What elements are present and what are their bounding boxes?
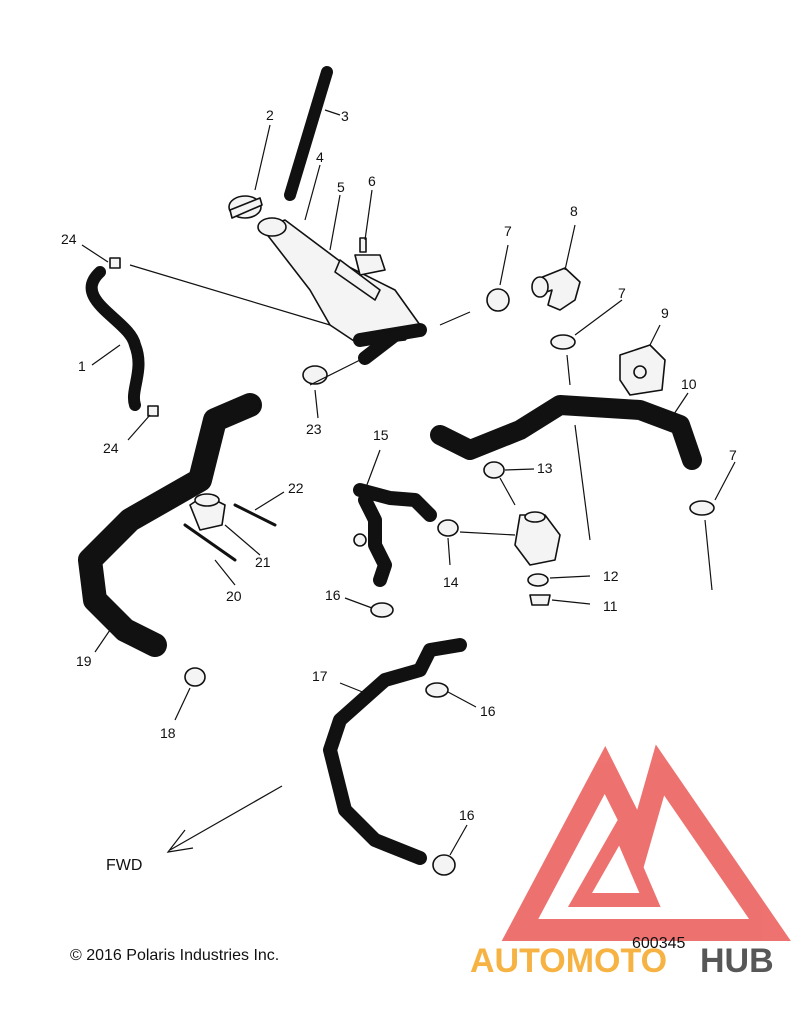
part-bypass-hose <box>323 638 467 865</box>
part-filler-neck <box>257 217 427 365</box>
callout-3: 3 <box>341 108 349 124</box>
watermark-wordmark: AUTOMOTO HUB <box>470 942 774 980</box>
callout-14: 14 <box>443 574 459 590</box>
part-small-hose <box>85 266 145 411</box>
callout-19: 19 <box>76 653 92 669</box>
part-large-hose <box>78 393 262 657</box>
callout-20: 20 <box>226 588 242 604</box>
part-cable-tie <box>183 523 237 562</box>
watermark-logo-icon <box>501 744 791 941</box>
part-clamp <box>483 461 505 479</box>
forward-arrow-icon <box>166 785 283 853</box>
part-gasket <box>527 573 549 587</box>
part-vent-tube <box>284 66 333 201</box>
callout-16: 16 <box>459 807 475 823</box>
callout-11: 11 <box>603 598 618 614</box>
part-clamp <box>302 365 328 385</box>
callout-15: 15 <box>373 427 389 443</box>
part-clamp <box>432 854 456 876</box>
part-clamp-small <box>147 405 159 417</box>
part-clamp <box>689 500 715 516</box>
part-radiator-cap <box>228 195 263 219</box>
callout-16: 16 <box>325 587 341 603</box>
copyright-text: © 2016 Polaris Industries Inc. <box>70 947 279 964</box>
callout-4: 4 <box>316 149 324 165</box>
callout-8: 8 <box>570 203 578 219</box>
callout-7: 7 <box>618 285 626 301</box>
part-bolt <box>359 237 367 253</box>
part-clamp <box>550 334 576 350</box>
part-long-hose <box>430 395 702 470</box>
part-grommet <box>189 493 226 531</box>
part-elbow <box>531 267 581 311</box>
part-clamp <box>437 519 459 537</box>
callout-22: 22 <box>288 480 304 496</box>
callout-1: 1 <box>78 358 86 374</box>
callout-10: 10 <box>681 376 697 392</box>
part-clamp <box>184 667 206 687</box>
part-foam-block <box>619 344 666 396</box>
callout-5: 5 <box>337 179 345 195</box>
callout-labels: 1 2 3 4 5 6 7 7 7 7 8 9 10 11 12 13 14 1… <box>61 107 737 823</box>
part-molded-hose <box>353 483 437 587</box>
callout-23: 23 <box>306 421 322 437</box>
leader-lines <box>81 109 736 856</box>
callout-24: 24 <box>61 231 77 247</box>
part-clamp <box>486 288 510 312</box>
part-clamp <box>425 682 449 698</box>
callout-7: 7 <box>729 447 737 463</box>
part-clamp-small <box>109 257 121 269</box>
callout-12: 12 <box>603 568 619 584</box>
part-cable-tie <box>233 503 277 527</box>
callout-9: 9 <box>661 305 669 321</box>
callout-7: 7 <box>504 223 512 239</box>
callout-16: 16 <box>480 703 496 719</box>
callout-24: 24 <box>103 440 119 456</box>
part-thermostat-housing <box>514 511 561 566</box>
part-thermostat <box>529 594 551 606</box>
figure-number: 600345 <box>632 935 685 952</box>
callout-13: 13 <box>537 460 553 476</box>
callout-17: 17 <box>312 668 328 684</box>
callout-21: 21 <box>255 554 271 570</box>
forward-label: FWD <box>106 857 142 874</box>
callout-18: 18 <box>160 725 176 741</box>
part-clamp <box>370 602 394 618</box>
watermark-text-primary: AUTOMOTO <box>470 942 667 980</box>
watermark-text-secondary: HUB <box>700 942 774 980</box>
callout-2: 2 <box>266 107 274 123</box>
callout-6: 6 <box>368 173 376 189</box>
